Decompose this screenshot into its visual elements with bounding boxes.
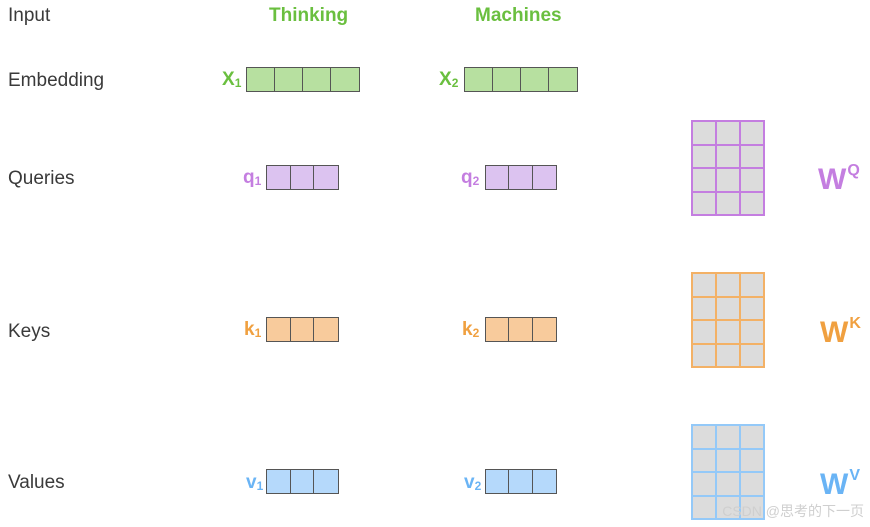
row-label-input: Input: [8, 5, 51, 26]
row-label-keys: Keys: [8, 321, 51, 342]
row-label-embedding: Embedding: [8, 70, 105, 91]
weight-matrix-wk: [691, 272, 765, 368]
symbol-q1: q1: [243, 167, 262, 188]
input-word-thinking: Thinking: [269, 5, 349, 26]
weight-label-wq: WQ: [818, 162, 860, 196]
value-vector-v1: [266, 469, 339, 494]
weight-matrix-wq: [691, 120, 765, 216]
query-vector-q2: [485, 165, 557, 190]
row-label-values: Values: [8, 472, 65, 493]
weight-label-wv: WV: [820, 467, 860, 501]
symbol-x2: X2: [439, 69, 459, 90]
symbol-k2: k2: [462, 319, 480, 340]
symbol-v1: v1: [246, 472, 264, 493]
symbol-v2: v2: [464, 472, 482, 493]
watermark: CSDN @思考的下一页: [722, 503, 864, 519]
value-vector-v2: [485, 469, 557, 494]
symbol-q2: q2: [461, 167, 480, 188]
row-label-queries: Queries: [8, 168, 75, 189]
symbol-x1: X1: [222, 69, 242, 90]
weight-matrix-wv: [691, 424, 765, 520]
key-vector-k1: [266, 317, 339, 342]
embedding-vector-x2: [464, 67, 578, 92]
embedding-vector-x1: [246, 67, 360, 92]
weight-label-wk: WK: [820, 315, 861, 349]
input-word-machines: Machines: [475, 5, 562, 26]
symbol-k1: k1: [244, 319, 262, 340]
key-vector-k2: [485, 317, 557, 342]
query-vector-q1: [266, 165, 339, 190]
